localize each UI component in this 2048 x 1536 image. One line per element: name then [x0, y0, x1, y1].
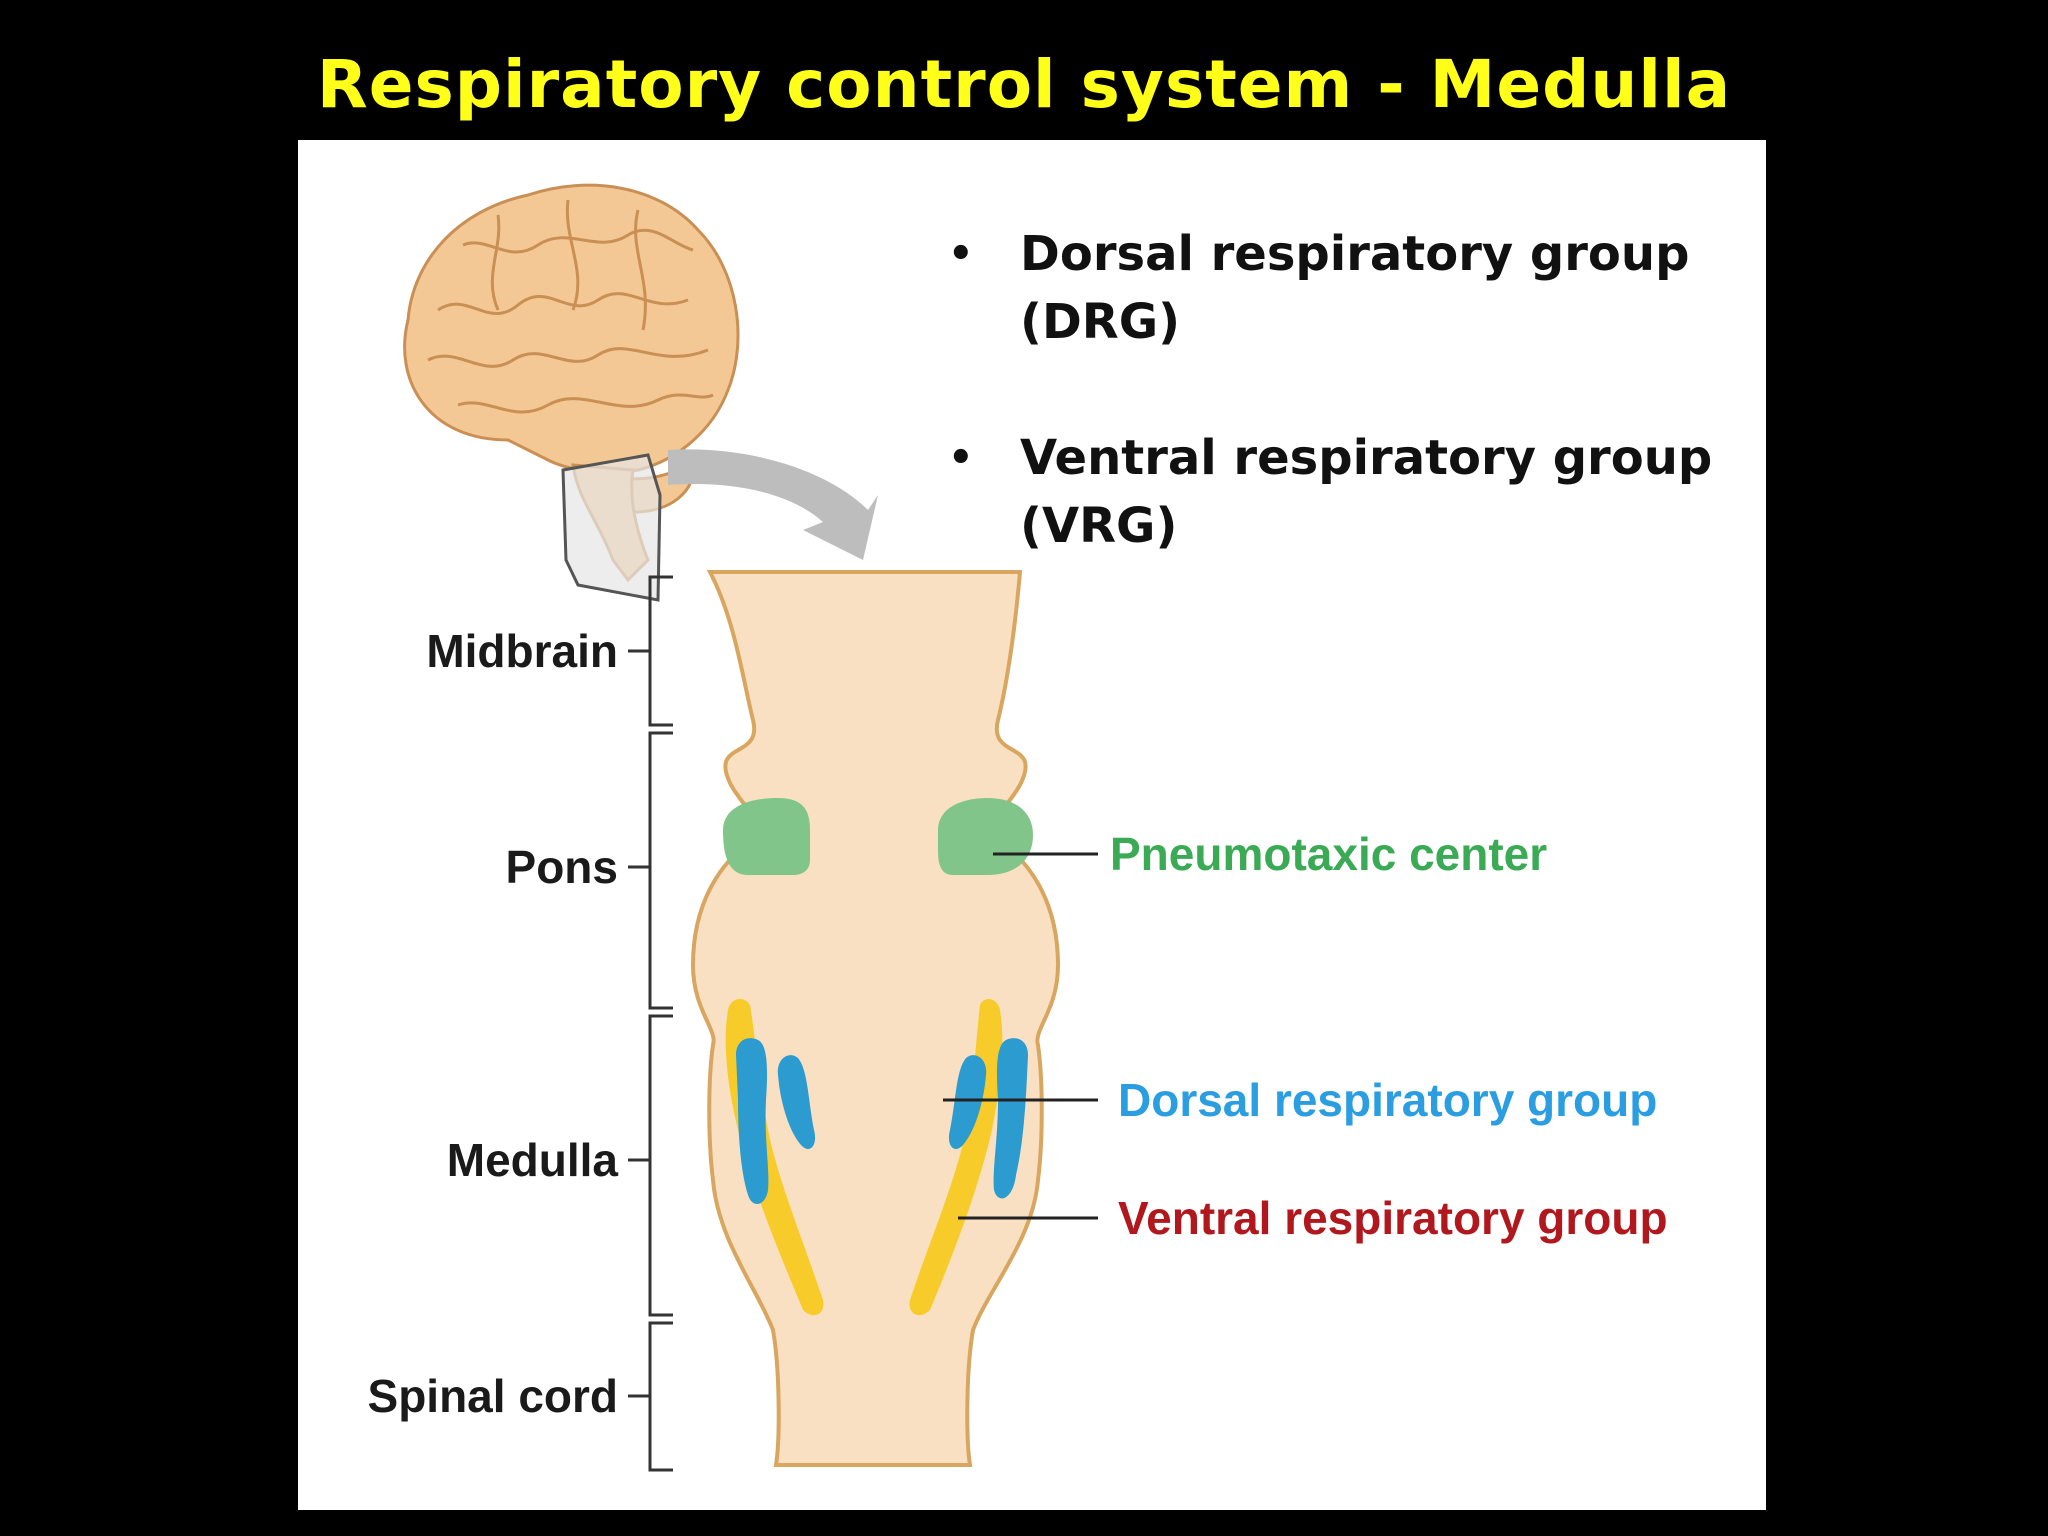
bullet-marker: •: [948, 231, 974, 277]
drg-right-inner: [948, 1055, 987, 1150]
drg-left-outer: [736, 1038, 769, 1205]
drg-right-outer: [993, 1038, 1028, 1199]
brain-icon: [403, 183, 740, 602]
bullet-item-drg: • Dorsal respiratory group (DRG): [938, 220, 1738, 356]
bullet-vrg-line2: (VRG): [1020, 498, 1178, 554]
label-medulla: Medulla: [446, 1134, 618, 1186]
slide-title: Respiratory control system - Medulla: [316, 46, 1732, 123]
brainstem-illustration: [690, 570, 1061, 1467]
diagram-svg: [403, 183, 1098, 1472]
pneumotaxic-left: [723, 798, 810, 875]
bullet-vrg-line1: Ventral respiratory group: [1020, 430, 1713, 486]
bracket-spinal-cord: [648, 1321, 673, 1472]
diagram-panel: • Dorsal respiratory group (DRG) • Ventr…: [298, 140, 1766, 1510]
label-midbrain: Midbrain: [426, 625, 618, 677]
bullet-list: • Dorsal respiratory group (DRG) • Ventr…: [938, 220, 1738, 628]
label-pons: Pons: [505, 841, 618, 893]
label-ventral-respiratory-group: Ventral respiratory group: [1118, 1192, 1668, 1244]
label-dorsal-respiratory-group: Dorsal respiratory group: [1118, 1074, 1658, 1126]
bullet-drg-line2: (DRG): [1020, 294, 1181, 350]
bracket-medulla: [648, 1014, 673, 1317]
drg-left-inner: [777, 1055, 816, 1150]
curved-arrow-icon: [668, 449, 878, 560]
pneumotaxic-right: [938, 798, 1033, 875]
callout-lines: [943, 852, 1098, 1220]
label-pneumotaxic-center: Pneumotaxic center: [1110, 828, 1548, 880]
bullet-drg-line1: Dorsal respiratory group: [1020, 226, 1690, 282]
bullet-marker: •: [948, 435, 974, 481]
bracket-pons: [648, 731, 673, 1010]
bullet-item-vrg: • Ventral respiratory group (VRG): [938, 424, 1738, 560]
region-brackets: [628, 575, 673, 1472]
label-spinal-cord: Spinal cord: [367, 1370, 618, 1422]
